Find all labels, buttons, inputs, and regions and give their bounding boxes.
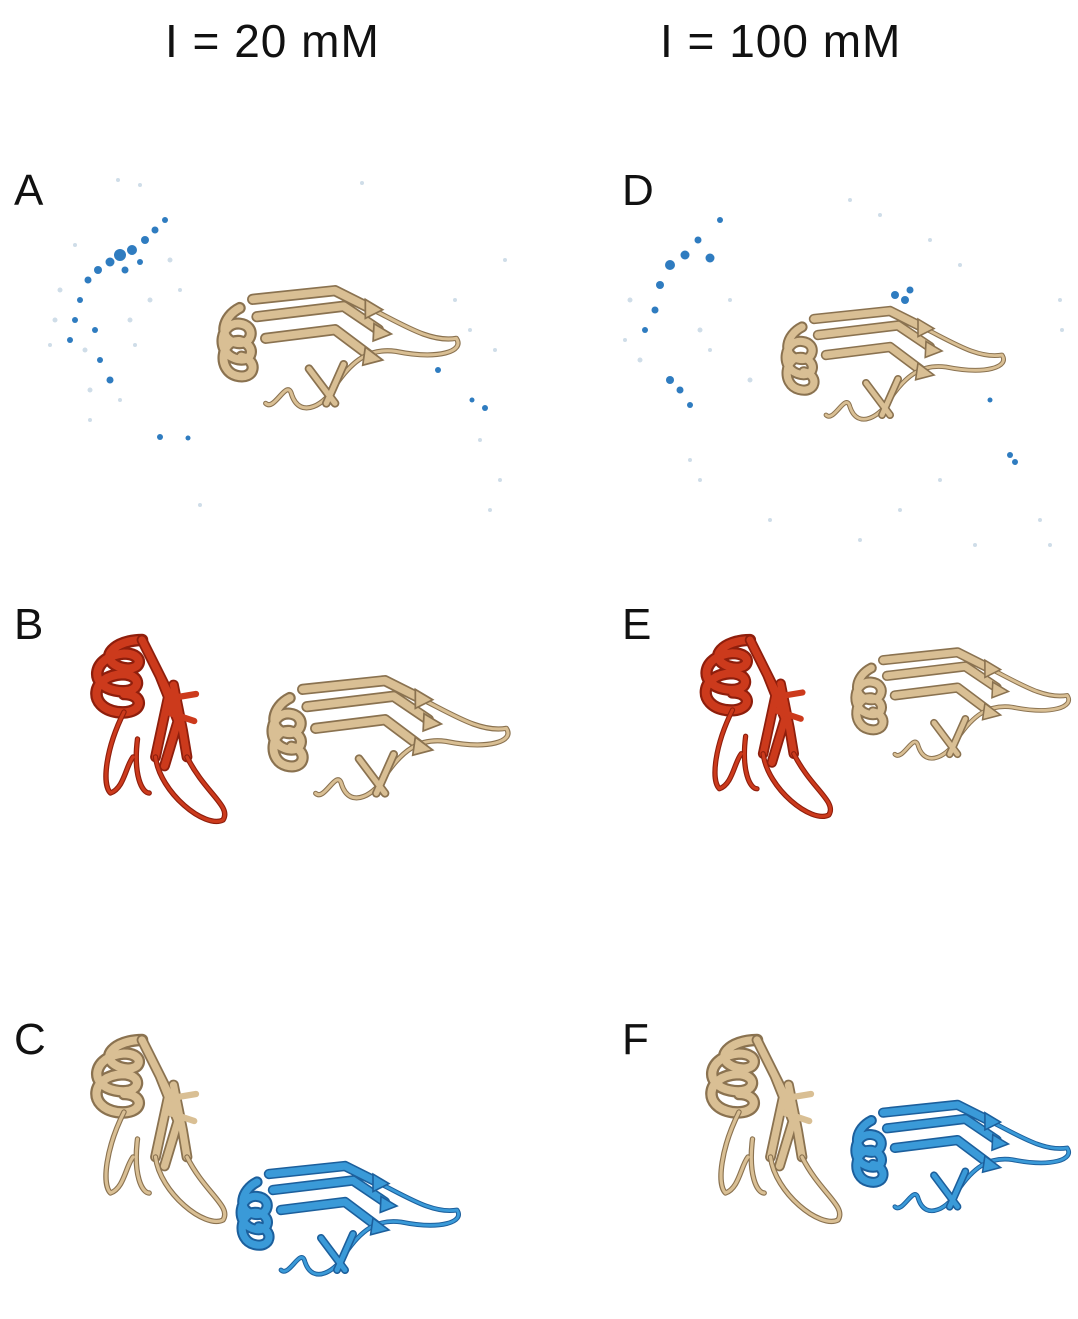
panel-c-protein-tan (96, 1040, 224, 1221)
panel-e-protein-red (706, 640, 831, 816)
panel-f-protein-blue (856, 1105, 1069, 1211)
panel-d-artwork (623, 198, 1064, 547)
panel-a-artwork (48, 178, 507, 512)
panel-d-density-spheres (623, 198, 1064, 547)
panel-a-protein-tan (223, 291, 458, 408)
panel-b-protein-red (96, 640, 224, 821)
panel-d-protein-tan (786, 311, 1003, 419)
panel-e-protein-tan (856, 652, 1069, 758)
panel-c-protein-blue (241, 1166, 458, 1274)
panel-a-density-spheres (48, 178, 507, 512)
panel-f-protein-tan (711, 1040, 839, 1221)
panel-b-protein-tan (273, 681, 508, 798)
